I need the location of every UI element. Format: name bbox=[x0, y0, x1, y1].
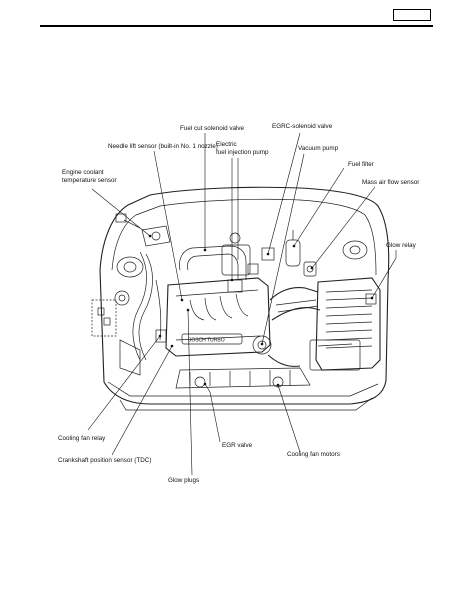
label-fuel-injection-pump: fuel injection pump bbox=[216, 149, 269, 156]
label-engine-coolant-line1: Engine coolant bbox=[62, 169, 104, 176]
header-rule bbox=[40, 25, 433, 27]
label-glow-relay: Glow relay bbox=[386, 242, 417, 249]
label-needle-lift-sensor: Needle lift sensor (built-in No. 1 nozzl… bbox=[108, 143, 218, 150]
leader-lines bbox=[87, 132, 397, 476]
label-crankshaft-position-sensor: Crankshaft position sensor (TDC) bbox=[58, 457, 151, 464]
label-egrc-solenoid-valve: EGRC-solenoid valve bbox=[272, 123, 333, 130]
label-egr-valve: EGR valve bbox=[222, 442, 253, 449]
label-electric-line1: Electric bbox=[216, 141, 237, 148]
engine-compartment-drawing: BOSCH TURBO bbox=[91, 186, 390, 411]
label-temperature-sensor: temperature sensor bbox=[62, 177, 117, 184]
callout-labels: Fuel cut solenoid valve EGRC-solenoid va… bbox=[58, 123, 419, 484]
label-fuel-filter: Fuel filter bbox=[348, 161, 374, 168]
engraving-text: BOSCH TURBO bbox=[188, 338, 225, 344]
label-cooling-fan-relay: Cooling fan relay bbox=[58, 435, 106, 442]
label-vacuum-pump: Vacuum pump bbox=[298, 145, 339, 152]
label-cooling-fan-motors: Cooling fan motors bbox=[287, 451, 340, 458]
label-glow-plugs: Glow plugs bbox=[168, 477, 199, 484]
leader-dots bbox=[148, 234, 374, 387]
label-mass-air-flow-sensor: Mass air flow sensor bbox=[362, 179, 419, 186]
label-fuel-cut-solenoid-valve: Fuel cut solenoid valve bbox=[180, 125, 245, 132]
page-number-box bbox=[393, 9, 431, 21]
